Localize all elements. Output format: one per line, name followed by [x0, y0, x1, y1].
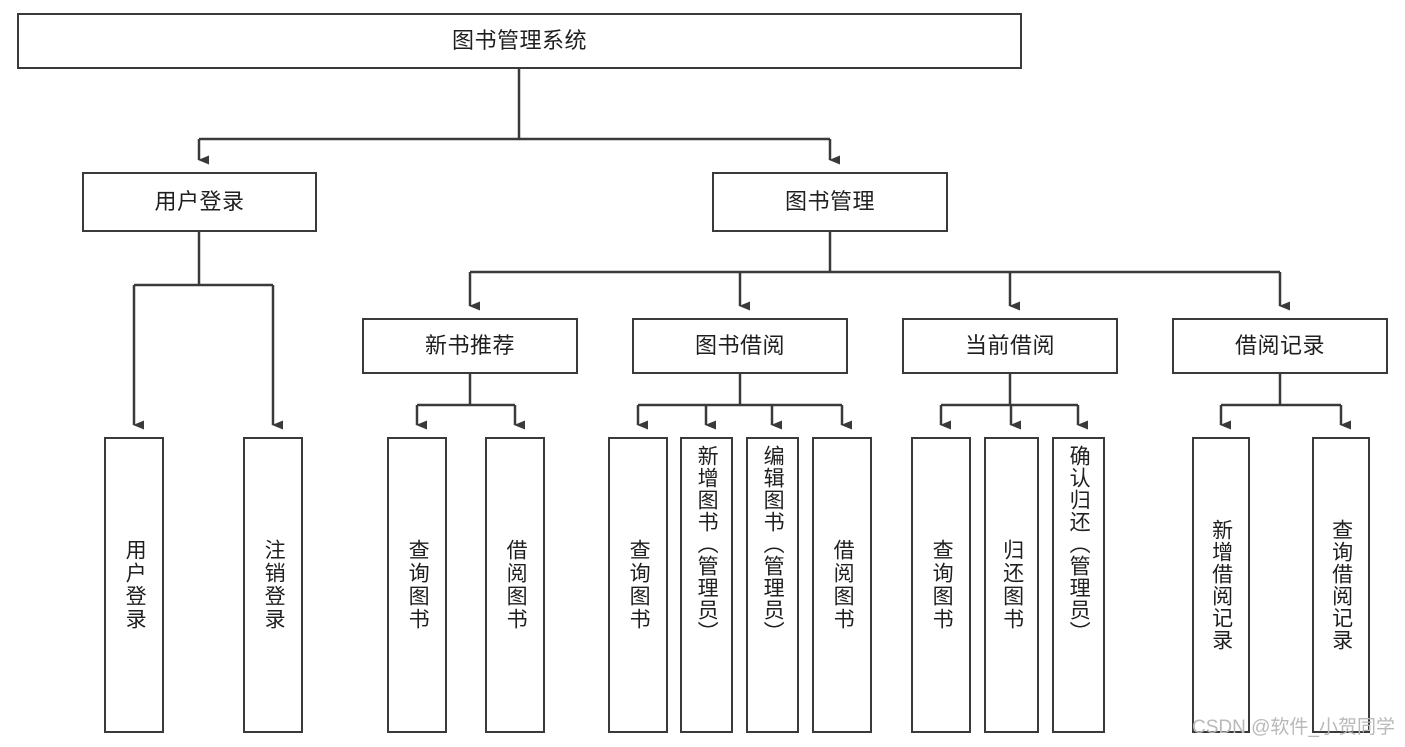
node-leaf-add-book-label: 新增图书（管理员）	[695, 445, 719, 643]
csdn-watermark: CSDN @软件_小贺同学	[1192, 717, 1395, 738]
node-borrow-record[interactable]: 借阅记录	[1172, 318, 1388, 374]
node-current-borrow[interactable]: 当前借阅	[902, 318, 1118, 374]
node-leaf-query-record-label: 查询借阅记录	[1329, 519, 1353, 651]
node-leaf-logout-label: 注销登录	[262, 539, 286, 631]
node-leaf-add-record[interactable]: 新增借阅记录	[1192, 437, 1250, 733]
node-leaf-logout[interactable]: 注销登录	[243, 437, 303, 733]
node-leaf-confirm-return-label: 确认归还（管理员）	[1067, 445, 1091, 643]
node-new-book-recommend[interactable]: 新书推荐	[362, 318, 578, 374]
node-book-manage-label: 图书管理	[784, 188, 875, 214]
node-user-login[interactable]: 用户登录	[82, 172, 317, 232]
node-root[interactable]: 图书管理系统	[17, 13, 1022, 69]
node-leaf-add-record-label: 新增借阅记录	[1209, 519, 1233, 651]
node-leaf-query-book-1[interactable]: 查询图书	[387, 437, 447, 733]
node-leaf-confirm-return[interactable]: 确认归还（管理员）	[1052, 437, 1105, 733]
node-leaf-edit-book[interactable]: 编辑图书（管理员）	[746, 437, 799, 733]
node-new-book-recommend-label: 新书推荐	[424, 332, 515, 358]
node-leaf-query-book-3[interactable]: 查询图书	[911, 437, 971, 733]
node-borrow-record-label: 借阅记录	[1234, 332, 1325, 358]
node-root-label: 图书管理系统	[451, 27, 587, 53]
node-leaf-edit-book-label: 编辑图书（管理员）	[761, 445, 785, 643]
node-current-borrow-label: 当前借阅	[964, 332, 1055, 358]
node-leaf-user-login-label: 用户登录	[123, 539, 147, 631]
node-book-borrow-label: 图书借阅	[694, 332, 785, 358]
node-leaf-return-book-label: 归还图书	[1000, 539, 1024, 631]
node-book-borrow[interactable]: 图书借阅	[632, 318, 848, 374]
node-leaf-query-book-3-label: 查询图书	[930, 539, 954, 631]
node-leaf-borrow-book-1[interactable]: 借阅图书	[485, 437, 545, 733]
node-leaf-user-login[interactable]: 用户登录	[104, 437, 164, 733]
node-leaf-query-book-2[interactable]: 查询图书	[608, 437, 668, 733]
node-leaf-borrow-book-1-label: 借阅图书	[504, 539, 528, 631]
node-user-login-label: 用户登录	[154, 188, 245, 214]
node-leaf-add-book[interactable]: 新增图书（管理员）	[680, 437, 733, 733]
node-book-manage[interactable]: 图书管理	[712, 172, 948, 232]
node-leaf-return-book[interactable]: 归还图书	[984, 437, 1039, 733]
node-leaf-query-book-1-label: 查询图书	[406, 539, 430, 631]
node-leaf-borrow-book-2[interactable]: 借阅图书	[812, 437, 872, 733]
node-leaf-borrow-book-2-label: 借阅图书	[831, 539, 855, 631]
node-leaf-query-record[interactable]: 查询借阅记录	[1312, 437, 1370, 733]
node-leaf-query-book-2-label: 查询图书	[627, 539, 651, 631]
